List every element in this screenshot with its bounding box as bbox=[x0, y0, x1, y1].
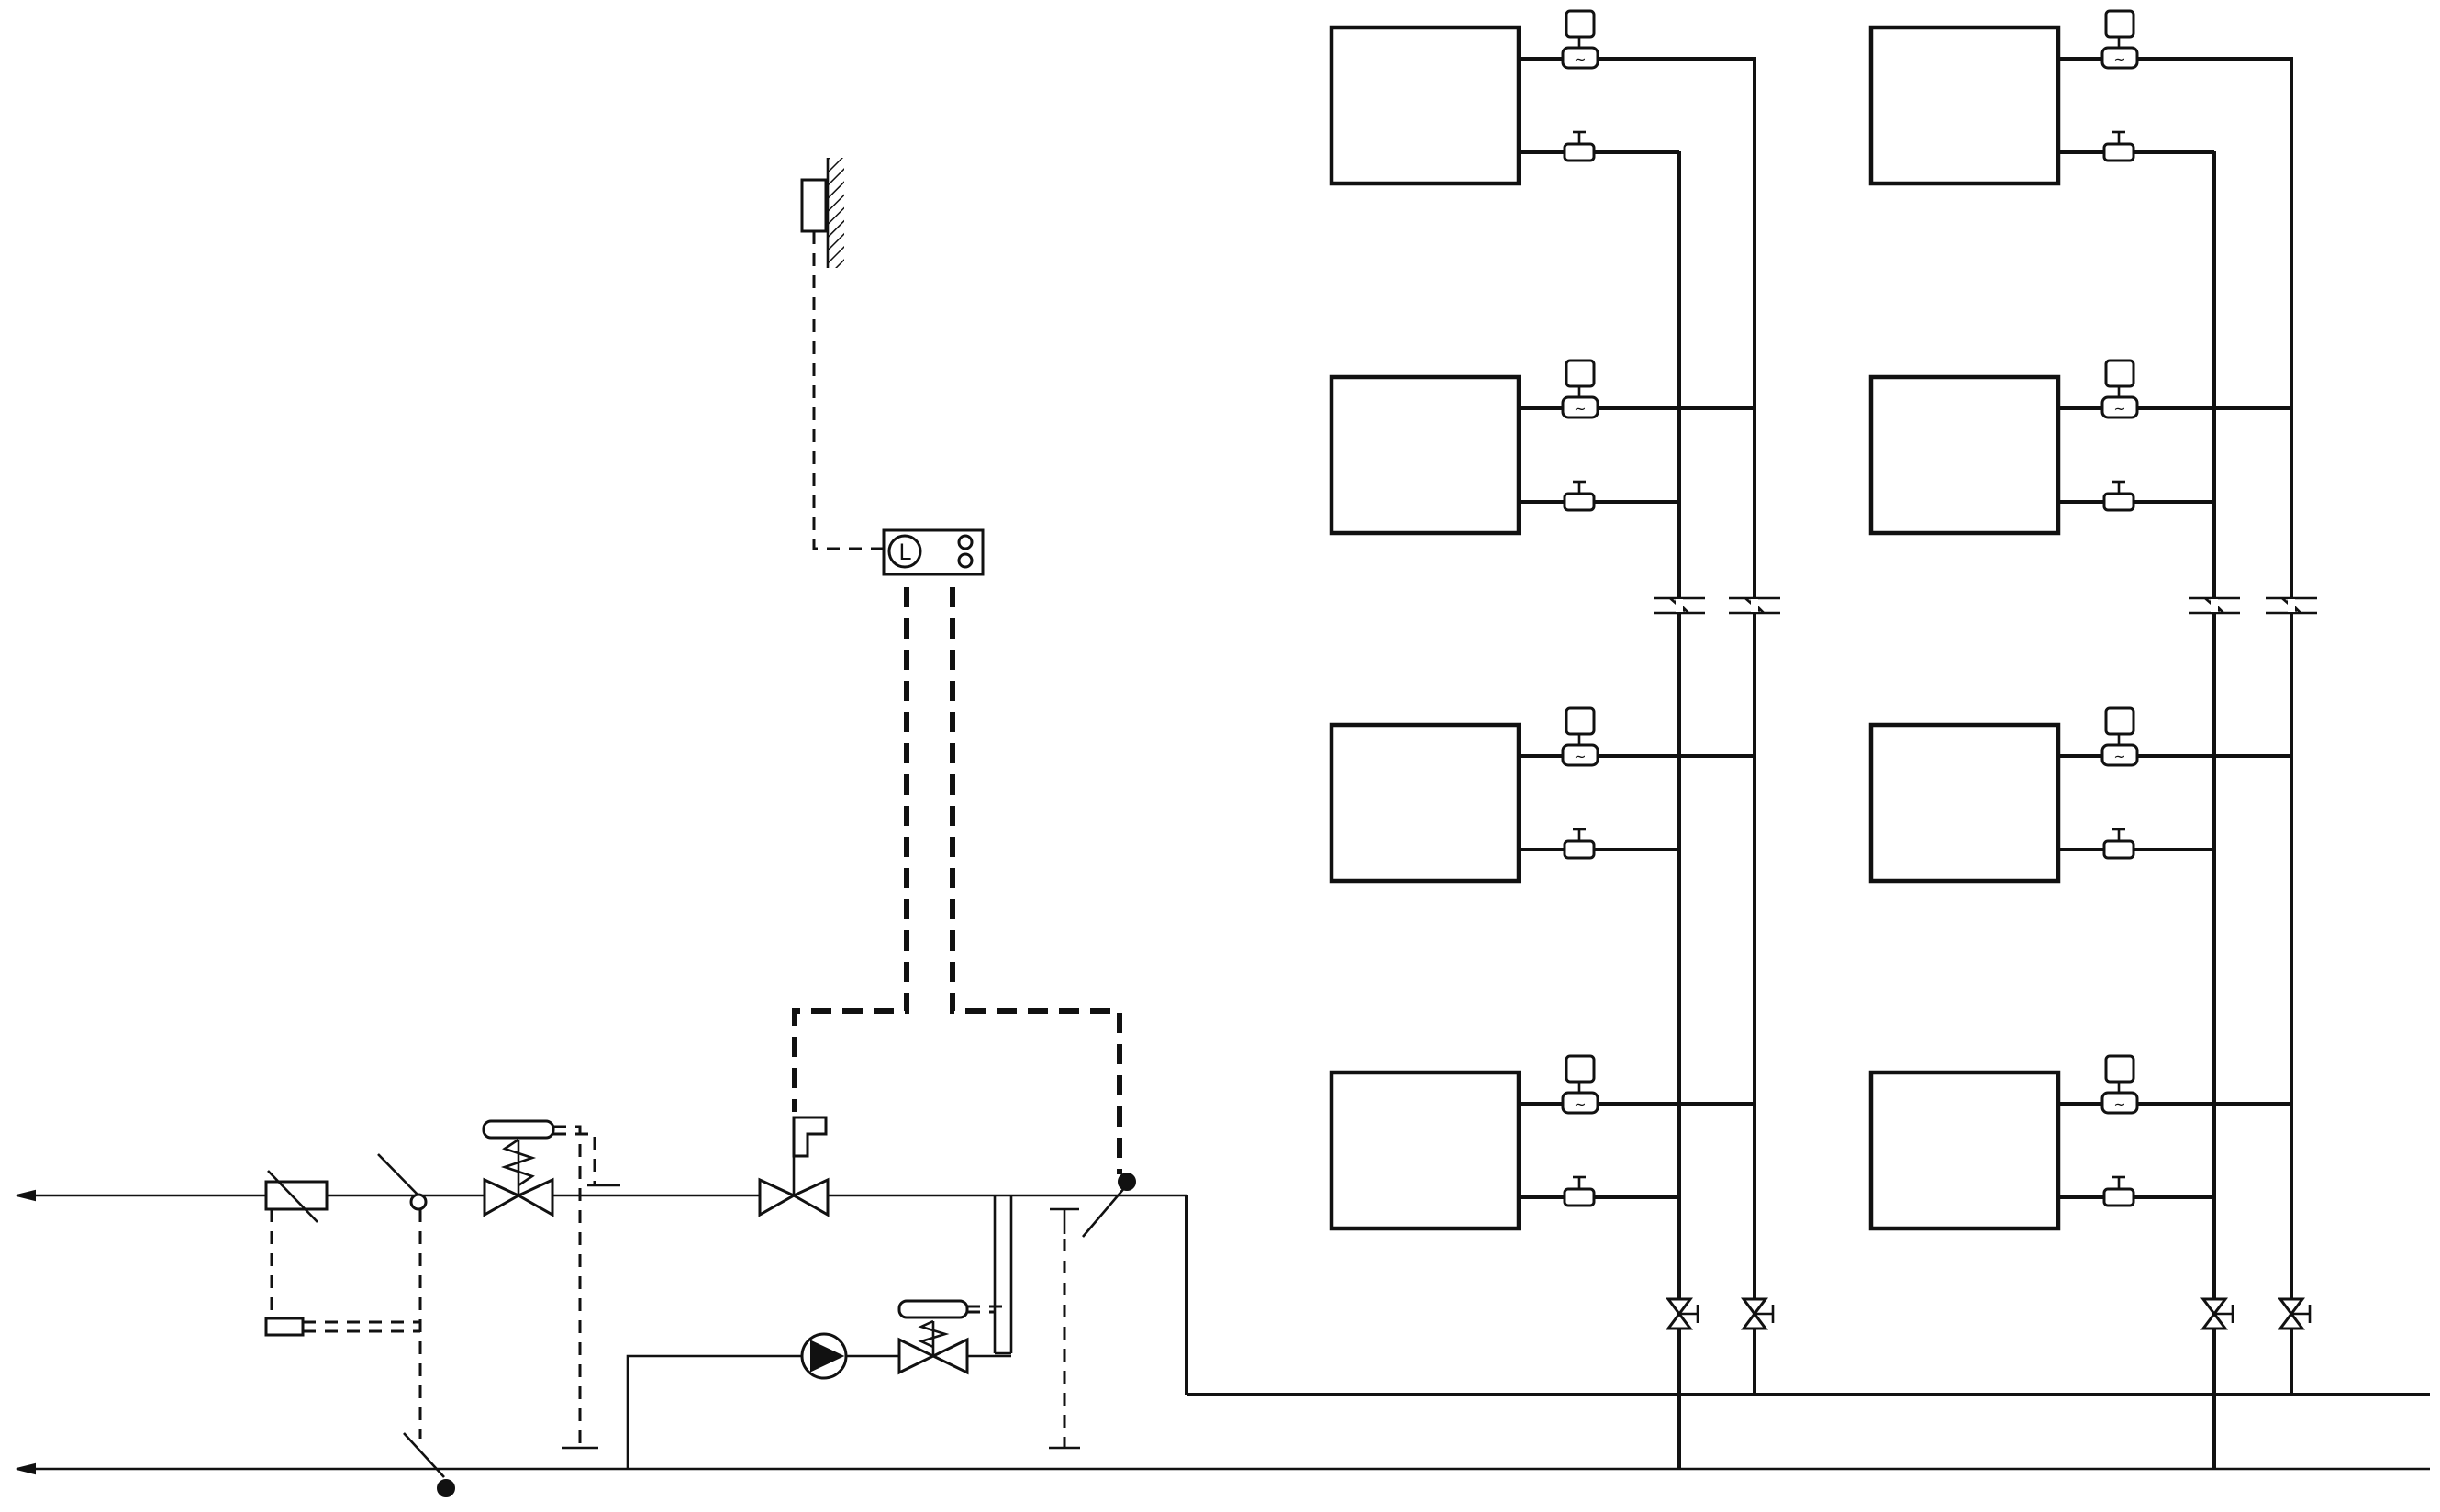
thermostatic-valve-glyph: ~ bbox=[2113, 50, 2125, 68]
dirt-strainer-icon bbox=[264, 1170, 329, 1223]
thermostatic-radiator-valve-icon: ~ bbox=[1561, 9, 1599, 70]
radiator: ~ bbox=[1329, 706, 1755, 884]
lockshield-valve-icon bbox=[2102, 130, 2135, 162]
lockshield-valve-icon bbox=[1563, 480, 1596, 512]
bypass-loop bbox=[626, 1195, 1013, 1469]
non-return-valve-icon bbox=[403, 1432, 455, 1497]
radiator-panel bbox=[1329, 1070, 1521, 1231]
thermostatic-radiator-valve-icon: ~ bbox=[2100, 706, 2139, 767]
supply-line bbox=[16, 1189, 2430, 1396]
radiator-panel bbox=[1868, 374, 2061, 536]
drain-valve-icon bbox=[1741, 1297, 1775, 1330]
lockshield-valve-icon bbox=[2102, 1175, 2135, 1207]
circulation-pump-icon bbox=[800, 1332, 848, 1380]
radiator: ~ bbox=[1329, 1054, 1755, 1231]
lockshield-valve-icon bbox=[1563, 130, 1596, 162]
temperature-sensor-icon bbox=[264, 1317, 305, 1337]
radiator-column-left: ~ ~ ~ ~ bbox=[1329, 9, 1780, 1469]
thermostatic-valve-glyph: ~ bbox=[1574, 50, 1586, 68]
radiator-panel bbox=[1329, 374, 1521, 536]
return-line bbox=[16, 1462, 2430, 1475]
thermostatic-radiator-valve-icon: ~ bbox=[1561, 706, 1599, 767]
radiator: ~ bbox=[1329, 9, 1755, 186]
radiator-column-right: ~ ~ ~ ~ bbox=[1868, 9, 2317, 1469]
radiator-panel bbox=[1329, 25, 1521, 186]
thermostatic-valve-glyph: ~ bbox=[1574, 748, 1586, 765]
lockshield-valve-icon bbox=[2102, 480, 2135, 512]
temperature-sensor-icon bbox=[1050, 1207, 1079, 1234]
drain-valve-icon bbox=[2200, 1297, 2234, 1330]
thermostatic-radiator-valve-icon: ~ bbox=[2100, 359, 2139, 419]
motorized-control-valve-icon bbox=[758, 1116, 830, 1217]
drain-valve-icon bbox=[1666, 1297, 1699, 1330]
outdoor-temperature-sensor-icon bbox=[800, 158, 844, 268]
thermostatic-radiator-valve-icon: ~ bbox=[2100, 1054, 2139, 1115]
drain-valve-icon bbox=[2278, 1297, 2312, 1330]
non-return-valve-icon bbox=[377, 1153, 428, 1211]
radiator: ~ bbox=[1868, 359, 2291, 536]
controller-indicator-letter: L bbox=[898, 539, 911, 565]
lockshield-valve-icon bbox=[1563, 828, 1596, 860]
differential-pressure-regulator-icon bbox=[482, 1119, 555, 1217]
riser-break bbox=[1729, 596, 1780, 615]
thermostatic-valve-glyph: ~ bbox=[1574, 400, 1586, 417]
radiator: ~ bbox=[1868, 9, 2291, 186]
radiator-panel bbox=[1329, 722, 1521, 884]
riser-break bbox=[2189, 596, 2240, 615]
thermostatic-valve-glyph: ~ bbox=[2113, 400, 2125, 417]
riser-break bbox=[2266, 596, 2317, 615]
radiator-panel bbox=[1868, 1070, 2061, 1231]
thermostatic-radiator-valve-icon: ~ bbox=[1561, 1054, 1599, 1115]
radiator: ~ bbox=[1868, 1054, 2291, 1231]
thermostatic-valve-glyph: ~ bbox=[2113, 748, 2125, 765]
radiator-panel bbox=[1868, 25, 2061, 186]
thermostatic-valve-glyph: ~ bbox=[2113, 1095, 2125, 1113]
radiator: ~ bbox=[1329, 359, 1755, 536]
lockshield-valve-icon bbox=[2102, 828, 2135, 860]
radiator: ~ bbox=[1868, 706, 2291, 884]
riser-break bbox=[1654, 596, 1705, 615]
thermostatic-radiator-valve-icon: ~ bbox=[1561, 359, 1599, 419]
temperature-sensor-icon bbox=[1082, 1173, 1136, 1238]
differential-pressure-regulator-icon bbox=[897, 1299, 969, 1375]
thermostatic-radiator-valve-icon: ~ bbox=[2100, 9, 2139, 70]
weather-compensation-controller-icon: L bbox=[882, 528, 985, 576]
lockshield-valve-icon bbox=[1563, 1175, 1596, 1207]
radiator-panel bbox=[1868, 722, 2061, 884]
thermostatic-valve-glyph: ~ bbox=[1574, 1095, 1586, 1113]
